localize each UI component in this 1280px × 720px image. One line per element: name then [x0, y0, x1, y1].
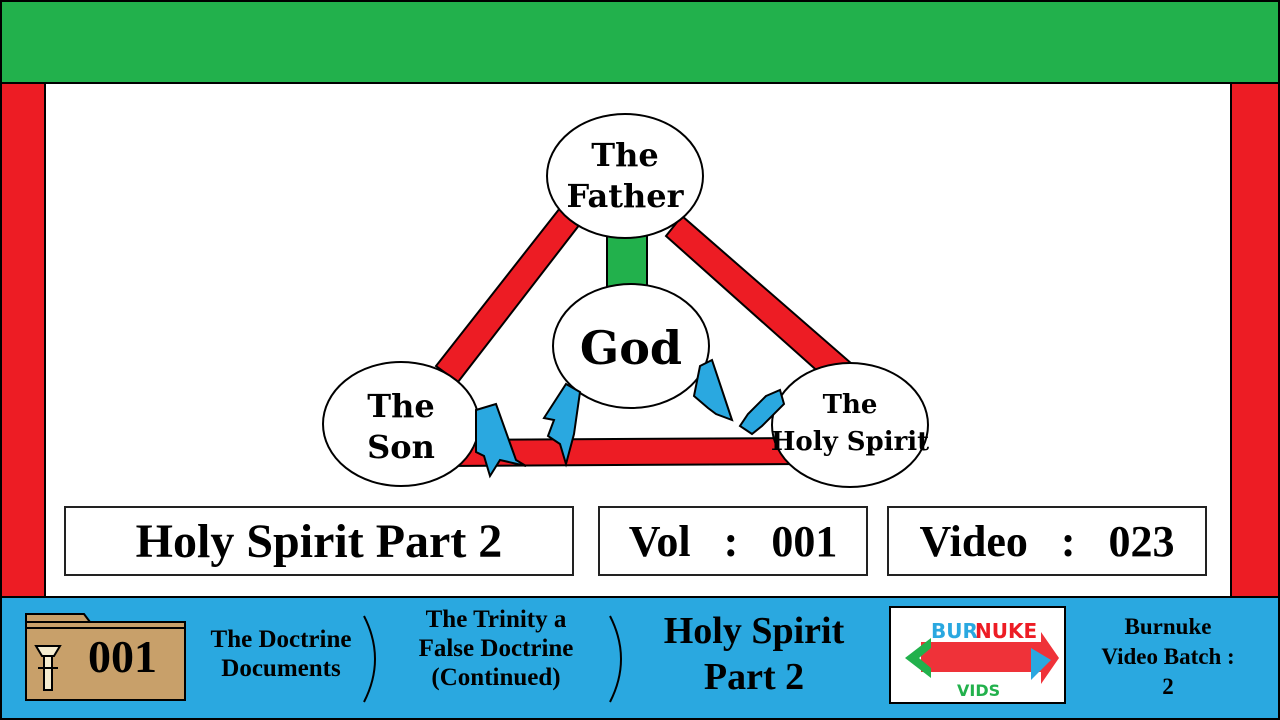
batch-line1: Burnuke [1124, 614, 1212, 639]
breadcrumb-doctrine-documents: The Doctrine Documents [196, 626, 366, 684]
bottom-banner [0, 596, 1280, 720]
breadcrumb-trinity: The Trinity a False Doctrine (Continued) [392, 606, 600, 692]
logo-text-bur: BUR [931, 619, 978, 643]
breadcrumb-separator-2 [609, 615, 622, 703]
burnuke-logo: BUR NUKE VIDS [889, 606, 1066, 704]
volume-box: Vol : 001 [598, 506, 868, 576]
video-separator: : [1060, 516, 1076, 566]
node-spirit-line1: The [823, 390, 878, 420]
breadcrumb-3-line1: Holy Spirit [663, 610, 845, 652]
folder-icon: 001 [24, 610, 187, 702]
volume-separator: : [723, 516, 739, 566]
node-father-line2: Father [567, 177, 685, 215]
breadcrumb-2-line1: The Trinity a [425, 606, 567, 633]
top-banner [0, 0, 1280, 84]
ribbon-god-right [692, 358, 734, 422]
video-number-box: Video : 023 [887, 506, 1207, 576]
left-border-stripe [0, 82, 46, 598]
torch-icon [34, 645, 62, 691]
volume-value: 001 [771, 516, 838, 566]
video-title: Holy Spirit Part 2 [135, 514, 503, 568]
video-batch-info: Burnuke Video Batch : 2 [1074, 612, 1262, 702]
batch-line3: 2 [1162, 673, 1174, 699]
node-god-label: God [580, 321, 682, 375]
node-father: The Father [546, 113, 704, 239]
breadcrumb-separator-1 [363, 615, 376, 703]
volume-label: Vol [628, 516, 691, 566]
trinity-diagram: The Father God The Son The Holy Spirit [322, 113, 929, 488]
logo-text-vids: VIDS [957, 681, 1000, 700]
folder-number: 001 [88, 631, 157, 682]
batch-line2: Video Batch : [1101, 643, 1235, 669]
node-father-line1: The [591, 136, 658, 174]
breadcrumb-3-line2: Part 2 [703, 656, 805, 699]
node-god: God [552, 283, 710, 409]
ribbon-son-right [475, 402, 527, 479]
node-spirit: The Holy Spirit [771, 362, 929, 488]
ribbon-spirit-left [738, 388, 786, 436]
node-spirit-line2: Holy Spirit [771, 427, 929, 457]
node-son: The Son [322, 361, 480, 487]
ribbon-god-left [542, 382, 582, 468]
breadcrumb-1-line1: The Doctrine [210, 626, 352, 653]
breadcrumb-current-title: Holy Spirit Part 2 [634, 608, 874, 701]
breadcrumb-2-line2: False Doctrine [418, 634, 574, 662]
logo-text-nuke: NUKE [975, 619, 1037, 643]
node-son-line1: The [367, 387, 434, 425]
node-son-line2: Son [367, 428, 435, 466]
breadcrumb-2-line3: (Continued) [431, 663, 561, 691]
video-value: 023 [1108, 516, 1175, 566]
video-label: Video [919, 516, 1028, 566]
breadcrumb-1-line2: Documents [221, 654, 341, 682]
video-title-box: Holy Spirit Part 2 [64, 506, 574, 576]
